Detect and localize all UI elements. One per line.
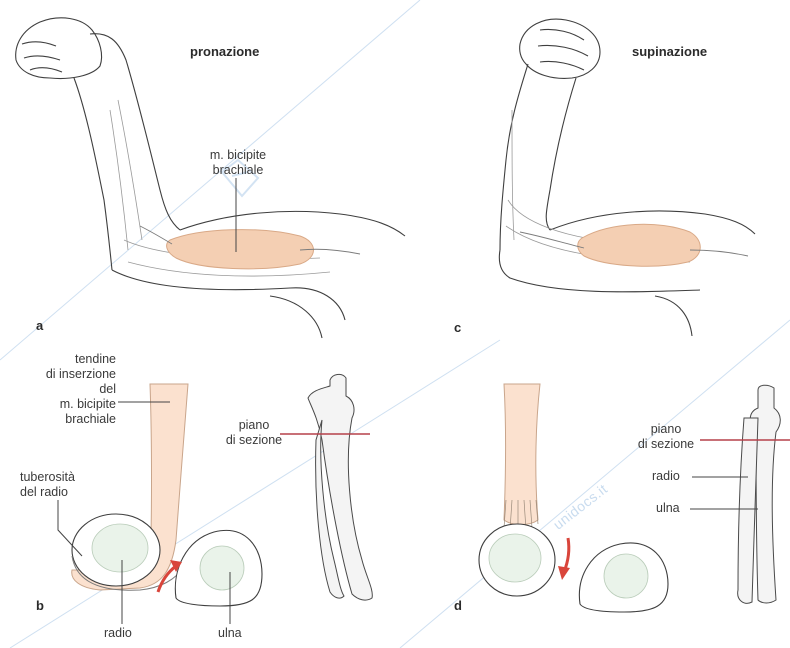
panel-label-b: b — [36, 598, 44, 613]
label-biceps-line1: m. bicipite — [196, 148, 280, 163]
panel-label-a: a — [36, 318, 43, 333]
tendon-d — [504, 384, 540, 525]
label-tuberosity: tuberosità del radio — [20, 470, 75, 500]
biceps-muscle-c — [578, 224, 701, 266]
label-tendon-line4: m. bicipite — [20, 397, 116, 412]
label-radio-b: radio — [104, 626, 132, 641]
label-plane-b-line1: piano — [218, 418, 290, 433]
label-biceps-line2: brachiale — [196, 163, 280, 178]
radius-spongy-d — [489, 534, 541, 582]
arm-c — [499, 19, 755, 336]
label-tendon-line5: brachiale — [20, 412, 116, 427]
label-tendon-line2: di inserzione — [20, 367, 116, 382]
label-tendon-line1: tendine — [20, 352, 116, 367]
panel-label-c: c — [454, 320, 461, 335]
label-plane-d-line1: piano — [630, 422, 702, 437]
label-biceps: m. bicipite brachiale — [196, 148, 280, 178]
label-plane-d-line2: di sezione — [630, 437, 702, 452]
label-tendon: tendine di inserzione del m. bicipite br… — [20, 352, 116, 427]
label-ulna-d: ulna — [656, 501, 680, 516]
label-tuberosity-line1: tuberosità — [20, 470, 75, 485]
label-plane-b: piano di sezione — [218, 418, 290, 448]
title-supination: supinazione — [632, 44, 707, 59]
label-plane-d: piano di sezione — [630, 422, 702, 452]
label-plane-b-line2: di sezione — [218, 433, 290, 448]
label-tuberosity-line2: del radio — [20, 485, 75, 500]
forearm-bones-b — [308, 374, 372, 600]
radius-spongy-b — [92, 524, 148, 572]
biceps-muscle-a — [167, 230, 314, 269]
rotation-arrow-d — [564, 538, 569, 572]
title-pronation: pronazione — [190, 44, 259, 59]
forearm-bones-d — [738, 385, 781, 603]
label-ulna-b: ulna — [218, 626, 242, 641]
panel-label-d: d — [454, 598, 462, 613]
ulna-spongy-b — [200, 546, 244, 590]
label-tendon-line3: del — [20, 382, 116, 397]
ulna-spongy-d — [604, 554, 648, 598]
label-radio-d: radio — [652, 469, 680, 484]
